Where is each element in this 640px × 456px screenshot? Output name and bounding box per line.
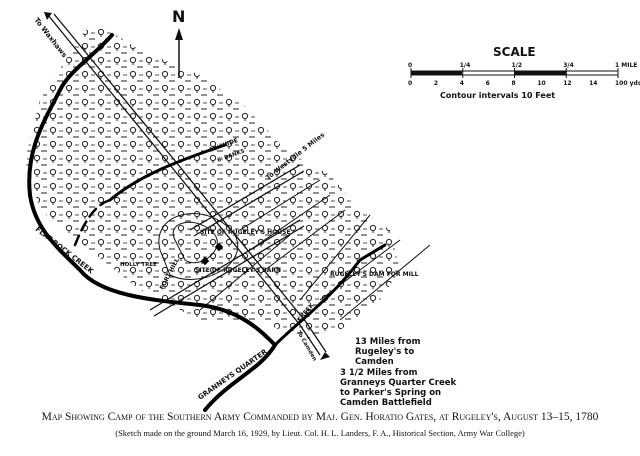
scale-mile-tick: 1/2 xyxy=(512,62,523,69)
caption-title: Map Showing Camp of the Southern Army Co… xyxy=(41,411,599,423)
scale-mile-tick: 1 MILE xyxy=(615,62,637,69)
label-site-barn: SITE OF RUGELEY'S BARN xyxy=(195,267,281,274)
label-granneys-quarter: GRANNEYS QUARTER xyxy=(197,347,270,401)
scale-yard-tick: 0 xyxy=(408,80,412,87)
road-arrow-camden xyxy=(320,352,330,360)
note-parkers-spring: 3 1/2 Miles from Granneys Quarter Creek … xyxy=(340,368,457,408)
rugeleys-barn-marker xyxy=(200,256,210,266)
label-site-house: SITE OF RUGELEY'S HOUSE xyxy=(200,229,291,236)
scale-yard-tick: 4 xyxy=(460,80,464,87)
label-to-waxhaws: To Waxhaws xyxy=(32,16,68,59)
creeks xyxy=(27,33,387,412)
roads xyxy=(47,13,327,356)
scale-mile-tick: 3/4 xyxy=(563,62,574,69)
scale-mile-tick: 1/4 xyxy=(460,62,471,69)
scale-yard-tick: 2 xyxy=(434,80,438,87)
label-holly-tree: HOLLY TREE xyxy=(120,262,157,268)
scale-yard-tick: 12 xyxy=(563,80,571,87)
scale-yard-tick: 100 yds. xyxy=(615,80,640,87)
north-arrow-head-icon xyxy=(175,28,183,40)
north-label: N xyxy=(172,7,185,26)
road-arrow-waxhaws xyxy=(44,12,52,20)
scale-yard-tick: 10 xyxy=(537,80,545,87)
woodland-area xyxy=(25,28,400,340)
label-dam: RUGELEY'S DAM FOR MILL xyxy=(330,271,419,278)
rugeleys-house-marker xyxy=(214,242,224,252)
contour-note: Contour intervals 10 Feet xyxy=(440,91,555,100)
note-camden-distance: 13 Miles from Rugeley's to Camden xyxy=(355,337,421,367)
scale-yard-tick: 8 xyxy=(512,80,516,87)
scale-yard-tick: 6 xyxy=(486,80,490,87)
scale-yard-tick: 14 xyxy=(589,80,597,87)
scale-title: SCALE xyxy=(493,45,536,59)
caption-subtitle: (Sketch made on the ground March 16, 192… xyxy=(115,428,525,438)
scale-mile-tick: 0 xyxy=(408,62,412,69)
